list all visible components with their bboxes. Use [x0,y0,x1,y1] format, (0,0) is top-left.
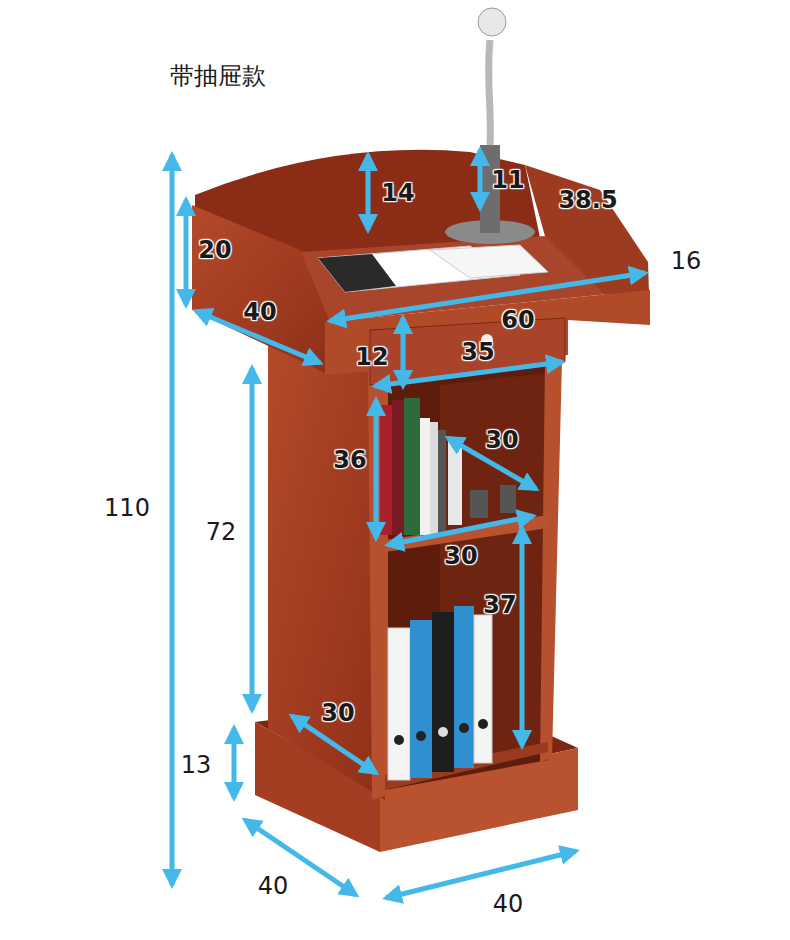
title: 带抽屉款 [170,60,266,92]
dimension-label: 30 [444,543,477,569]
dimension-label: 12 [355,344,388,370]
dimension-label: 40 [258,873,289,899]
dimension-label: 36 [333,447,366,473]
dimension-label: 37 [483,592,516,618]
dimension-label: 20 [198,237,231,263]
dimension-label: 40 [493,891,524,917]
dimension-label: 13 [181,752,212,778]
dimension-label: 72 [206,519,237,545]
dimension-label: 35 [461,339,494,365]
dimension-label: 14 [381,180,414,206]
dimension-label: 110 [104,495,150,521]
dimension-label: 30 [485,427,518,453]
dimension-label: 60 [501,307,534,333]
dimension-label: 11 [491,167,524,193]
dimension-label: 38.5 [558,187,617,213]
dimension-label: 16 [671,248,702,274]
dimension-label: 40 [243,299,276,325]
dimension-label: 30 [321,700,354,726]
